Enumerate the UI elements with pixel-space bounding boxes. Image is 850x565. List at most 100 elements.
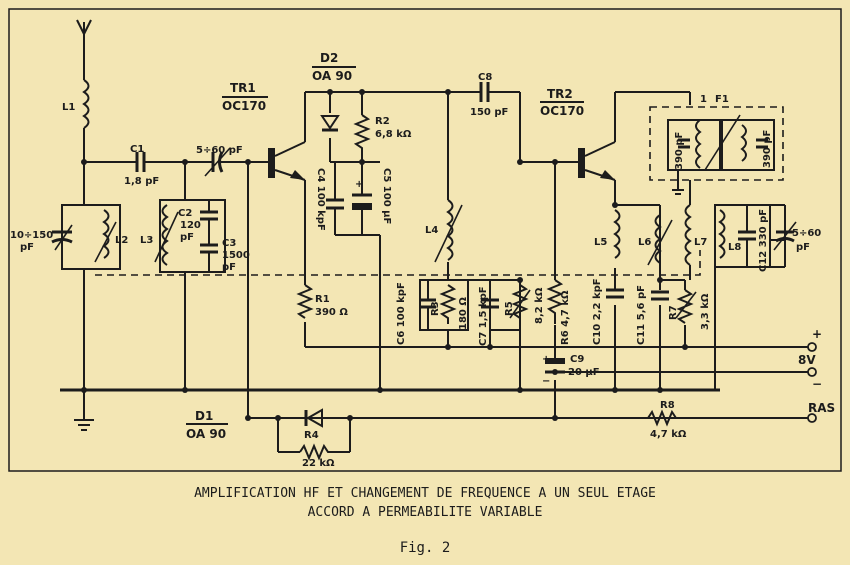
capacitor-c12 [738, 205, 756, 267]
label-c8: C8 [478, 72, 492, 83]
label-l2: L2 [115, 235, 128, 246]
minus-terminal [807, 367, 817, 377]
capacitor-c8 [479, 82, 490, 102]
label-r7-value: 3,3 kΩ [700, 293, 711, 330]
resistor-r3 [439, 284, 457, 324]
label-l5: L5 [594, 237, 607, 248]
resistor-r1 [296, 284, 314, 319]
label-minus: − [812, 377, 822, 391]
inductor-l2 [94, 209, 117, 263]
diode-d1 [304, 408, 323, 428]
label-l8: L8 [728, 242, 741, 253]
label-r7: R7 [668, 305, 679, 320]
label-r6-group: R6 4,7 kΩ [560, 290, 571, 345]
resistor-r2 [353, 114, 371, 150]
label-c9-plus: + [542, 354, 550, 365]
caption-line-2: ACCORD A PERMEABILITE VARIABLE [307, 505, 543, 520]
plus-terminal [807, 342, 817, 352]
label-c11-group: C11 5,6 pF [636, 285, 647, 345]
label-r2-value: 6,8 kΩ [375, 129, 412, 140]
transistor-tr1 [268, 141, 306, 181]
capacitor-c7 [481, 298, 499, 309]
transistor-tr2 [578, 141, 616, 181]
label-d2: D2 [320, 51, 338, 65]
label-f1-cap-b: 390 pF [762, 130, 773, 168]
label-d1-type: OA 90 [186, 427, 226, 441]
label-d1: D1 [195, 409, 213, 423]
label-c5-plus: + [355, 179, 363, 190]
label-c2-v2: pF [180, 232, 194, 243]
diode-d2 [320, 115, 340, 132]
label-trim-mid: 5÷60 pF [196, 145, 243, 156]
label-trim-in-2: pF [20, 242, 34, 253]
label-r1: R1 [315, 294, 330, 305]
label-tr2-type: OC170 [540, 104, 584, 118]
label-tr1-type: OC170 [222, 99, 266, 113]
label-l3: L3 [140, 235, 153, 246]
labels: L1 L2 L3 L4 L5 L6 L7 L8 C1 1,8 pF 5÷60 p… [10, 51, 835, 469]
capacitor-c11 [651, 290, 669, 301]
trimmer-10-150 [51, 224, 73, 251]
label-c2: C2 [178, 208, 192, 219]
junction-dots [81, 89, 688, 421]
label-r3-value: 180 Ω [458, 297, 469, 330]
figure-number: Fig. 2 [399, 540, 451, 556]
label-c3-v1: 1500 [222, 250, 250, 261]
label-l6: L6 [638, 237, 651, 248]
label-trim-in-1: 10÷150 [10, 230, 53, 241]
inductor-l3 [154, 204, 179, 266]
label-c3: C3 [222, 238, 236, 249]
label-r4-value: 22 kΩ [302, 458, 335, 469]
label-l4: L4 [425, 225, 438, 236]
label-r1-value: 390 Ω [315, 307, 348, 318]
resistor-r4 [299, 443, 330, 461]
label-l7: L7 [694, 237, 707, 248]
label-r4: R4 [304, 430, 319, 441]
inductor-l1 [82, 79, 90, 129]
label-r5-value: 8,2 kΩ [534, 287, 545, 324]
antenna-symbol [76, 19, 92, 42]
capacitor-c2 [200, 200, 218, 240]
wiring [60, 40, 808, 453]
resistor-r7 [675, 289, 697, 324]
inductor-l8 [718, 209, 726, 259]
label-tr1: TR1 [230, 81, 256, 95]
label-c1: C1 [130, 144, 144, 155]
label-f1: F1 [715, 94, 729, 105]
label-f1-cap-a: 390 pF [674, 132, 685, 170]
label-c4-group: C4 100 kpF [315, 168, 326, 231]
label-c7-group: C7 1,5 kpF [478, 286, 489, 346]
label-c8-value: 150 pF [470, 107, 508, 118]
label-r5: R5 [504, 301, 515, 316]
if-transformer-f1 [649, 106, 784, 195]
ras-terminal [807, 413, 817, 423]
capacitor-c10 [606, 288, 624, 299]
label-r8: R8 [660, 400, 675, 411]
label-r8-value: 4,7 kΩ [650, 429, 687, 440]
label-c6-group: C6 100 kpF [396, 282, 407, 345]
label-c9-value: 20 µF [568, 367, 600, 378]
label-l1: L1 [62, 102, 75, 113]
label-tr2: TR2 [547, 87, 573, 101]
inductor-l4 [434, 199, 463, 263]
trimmer-5-60-in [204, 147, 231, 177]
resistor-r5 [509, 284, 531, 324]
label-c5-group: C5 100 µF [381, 168, 392, 224]
capacitor-c6 [420, 280, 436, 330]
label-r3: R3 [430, 301, 441, 316]
capacitor-c3 [200, 240, 218, 272]
capacitor-c9 [545, 358, 565, 374]
label-supply: 8V [798, 353, 816, 367]
label-c9-minus: − [542, 376, 550, 387]
inductor-l5 [613, 209, 621, 259]
capacitor-c1 [135, 152, 146, 172]
inductor-l6 [647, 214, 673, 266]
label-trim-out-2: pF [796, 242, 810, 253]
label-f1-pin: 1 [700, 94, 707, 105]
label-c9: C9 [570, 354, 584, 365]
label-d2-type: OA 90 [312, 69, 352, 83]
resistor-r8 [647, 409, 677, 427]
resistor-r6 [546, 279, 564, 324]
label-r2: R2 [375, 116, 390, 127]
